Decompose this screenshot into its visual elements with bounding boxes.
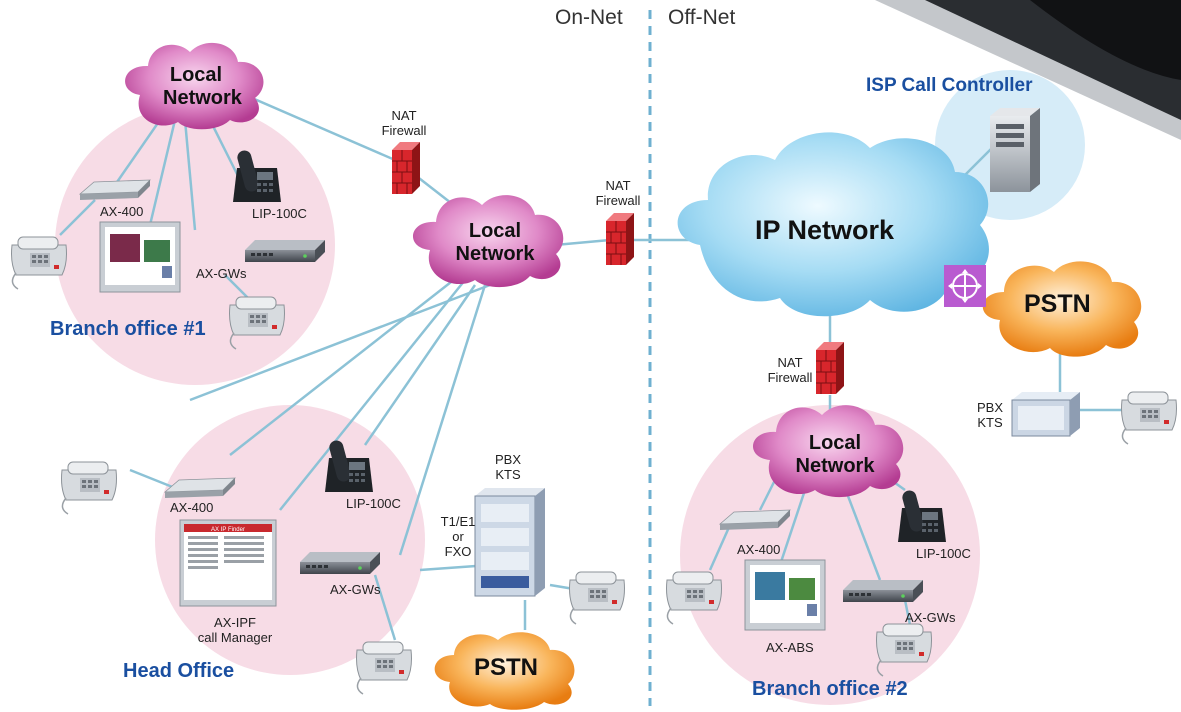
cloud-local-center bbox=[412, 195, 564, 288]
pbx-unit-icon bbox=[1011, 392, 1080, 437]
corner-decoration bbox=[875, 0, 1181, 140]
monitor-icon bbox=[99, 221, 181, 293]
gateway-device-icon bbox=[300, 552, 380, 574]
cloud-local-branch2 bbox=[752, 405, 904, 498]
phone-icon bbox=[1120, 391, 1178, 445]
off-net-label: Off-Net bbox=[668, 6, 736, 29]
device-label-b2-abs: AX-ABS bbox=[766, 640, 814, 655]
device-label-b2-lip: LIP-100C bbox=[916, 546, 971, 561]
ipf-manager-monitor-icon: AX IP Finder bbox=[179, 519, 277, 607]
phone-icon bbox=[568, 571, 626, 625]
device-label-ho-lip: LIP-100C bbox=[346, 496, 401, 511]
pbx-cabinet-icon bbox=[474, 488, 545, 597]
gateway-device-icon bbox=[245, 240, 325, 262]
device-label-b1-ax400: AX-400 bbox=[100, 204, 144, 219]
firewall-icon-3 bbox=[815, 341, 845, 395]
site-label-branch1: Branch office #1 bbox=[50, 318, 206, 340]
firewall-icon-2 bbox=[605, 212, 635, 266]
gateway-device-icon bbox=[843, 580, 923, 602]
device-label-b1-lip: LIP-100C bbox=[252, 206, 307, 221]
cloud-label-ip-network: IP Network bbox=[755, 215, 895, 245]
phone-icon bbox=[10, 236, 68, 290]
network-links bbox=[59, 93, 1130, 641]
on-net-label: On-Net bbox=[555, 6, 623, 29]
gateway-router-icon bbox=[944, 265, 986, 307]
device-label-b1-axgws: AX-GWs bbox=[196, 266, 247, 281]
cloud-ip-network bbox=[677, 132, 989, 317]
site-label-isp: ISP Call Controller bbox=[866, 75, 1033, 96]
device-label-ho-ax400: AX-400 bbox=[170, 500, 214, 515]
abs-monitor-icon bbox=[744, 559, 826, 631]
phone-icon bbox=[60, 461, 118, 515]
cloud-label-pstn-bottom: PSTN bbox=[474, 654, 539, 681]
firewall-icon-1 bbox=[391, 141, 421, 195]
ipf-screen-title: AX IP Finder bbox=[211, 527, 245, 533]
cloud-label-pstn-right: PSTN bbox=[1024, 290, 1091, 318]
site-label-branch2: Branch office #2 bbox=[752, 678, 908, 700]
phone-icon bbox=[355, 641, 413, 695]
device-label-b2-ax400: AX-400 bbox=[737, 542, 781, 557]
cloud-local-branch1 bbox=[125, 42, 264, 130]
device-label-b2-axgws: AX-GWs bbox=[905, 610, 956, 625]
cloud-pstn-bottom bbox=[434, 632, 575, 710]
site-label-head: Head Office bbox=[123, 660, 235, 682]
device-label-ho-axgws: AX-GWs bbox=[330, 582, 381, 597]
server-icon bbox=[990, 108, 1040, 192]
cloud-pstn-right bbox=[982, 261, 1142, 357]
